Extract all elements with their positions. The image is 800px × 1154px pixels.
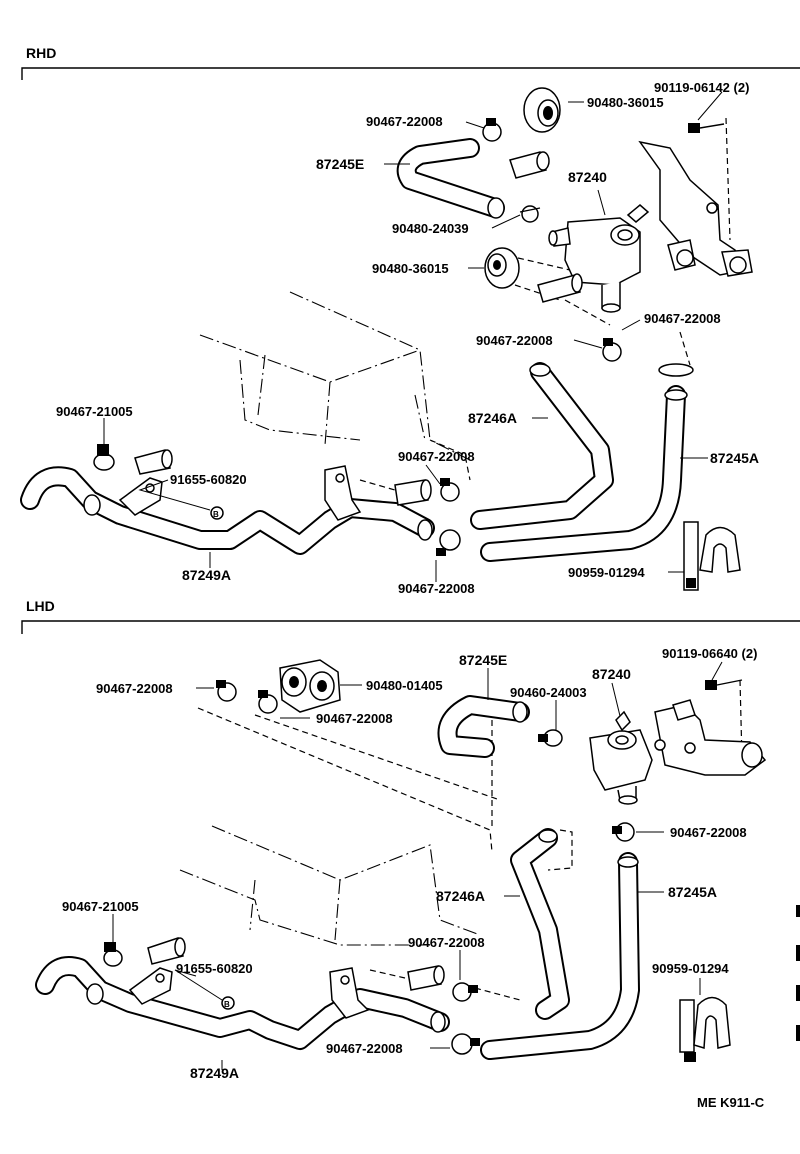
lhd-label-hose-e: 87245E: [459, 652, 507, 668]
rhd-hose-bracket-right: [324, 465, 362, 521]
rhd-hose-87249a: [20, 466, 435, 555]
rhd-label-bolt: 90119-06142 (2): [654, 80, 749, 95]
rhd-leader-lines: [103, 91, 723, 582]
lhd-section-title: LHD: [26, 598, 55, 614]
lhd-clamp-holder: [679, 996, 731, 1062]
rhd-pipe-connector: [509, 151, 550, 179]
lhd-label-clamp-21005: 90467-21005: [62, 899, 139, 914]
rhd-label-plug: 91655-60820: [170, 472, 247, 487]
lhd-lower-pipe: [369, 965, 521, 1001]
lhd-clamp-bottom: [451, 1033, 480, 1055]
lhd-hose-87245e: [437, 695, 530, 758]
lhd-label-hose-246a: 87246A: [436, 888, 485, 904]
lhd-engine-outline: [179, 825, 481, 946]
rhd-clamp-right-ring: [658, 331, 694, 377]
lhd-label-hose-249a: 87249A: [190, 1065, 239, 1081]
rhd-label-clamp-mid: 90467-22008: [476, 333, 553, 348]
lhd-grommet: [279, 659, 341, 713]
rhd-grommet-top: [523, 87, 561, 133]
footer-code: ME K911-C: [697, 1095, 765, 1110]
rhd-clamp-bottom: [436, 529, 461, 556]
rhd-hose-87245a: [480, 385, 688, 562]
rhd-engine-outline: [199, 291, 471, 461]
rhd-label-hose-246a: 87246A: [468, 410, 517, 426]
rhd-label-clamp-top: 90467-22008: [366, 114, 443, 129]
lhd-label-clamp-mid: 90467-22008: [408, 935, 485, 950]
rhd-plug-glyph: B: [213, 510, 219, 519]
lhd-plug: B: [221, 996, 235, 1010]
rhd-label-clamp-lower: 90467-22008: [398, 449, 475, 464]
rhd-label-clip: 90480-24039: [392, 221, 469, 236]
lhd-clip-24003: [538, 729, 563, 747]
lhd-water-valve: [589, 710, 653, 805]
lhd-hose-87249a: [35, 956, 450, 1050]
rhd-label-clamp-bottom: 90467-22008: [398, 581, 475, 596]
rhd-clamp-lower: [440, 478, 460, 502]
lhd-clamp-top-left: [216, 680, 237, 702]
lhd-label-plug: 91655-60820: [176, 961, 253, 976]
rhd-label-clamp-right: 90467-22008: [644, 311, 721, 326]
rhd-clamp-mid-ring: [602, 338, 622, 362]
lhd-label-clamp-top-left: 90467-22008: [96, 681, 173, 696]
rhd-lower-pipe: [359, 439, 471, 506]
lhd-label-clamp-top-right: 90467-22008: [316, 711, 393, 726]
rhd-bracket: [638, 140, 753, 277]
lhd-bracket: [654, 699, 767, 776]
lhd-bolt: [705, 679, 743, 690]
rhd-hose-87245e: [396, 138, 505, 219]
lhd-label-hose-245a: 87245A: [668, 884, 717, 900]
lhd-hose-87246a: [510, 828, 570, 1020]
rhd-clamp-21005: [93, 444, 173, 475]
rhd-water-valve: [548, 204, 650, 313]
rhd-bolt: [688, 117, 731, 241]
lhd-clamp-top-right: [258, 690, 278, 714]
rhd-label-grommet-top: 90480-36015: [587, 95, 664, 110]
lhd-hose-bracket-right: [329, 967, 370, 1019]
edge-marks: [796, 905, 800, 1041]
lhd-label-clamp-holder: 90959-01294: [652, 961, 729, 976]
rhd-section-title: RHD: [26, 45, 56, 61]
lhd-label-clamp-bottom: 90467-22008: [326, 1041, 403, 1056]
rhd-grommet-mid: [484, 247, 611, 326]
rhd-label-valve: 87240: [568, 169, 607, 185]
lhd-clamp-21005: [103, 937, 186, 967]
rhd-plug: B: [210, 506, 224, 520]
rhd-label-hose-249a: 87249A: [182, 567, 231, 583]
lhd-bracket-line: [21, 620, 800, 634]
rhd-clamp-holder: [683, 521, 741, 591]
rhd-small-pipe: [537, 273, 583, 303]
rhd-label-hose-245a: 87245A: [710, 450, 759, 466]
rhd-clamp-top: [482, 118, 502, 142]
lhd-clamp-mid: [452, 982, 478, 1002]
rhd-label-grommet-mid: 90480-36015: [372, 261, 449, 276]
lhd-label-grommet: 90480-01405: [366, 678, 443, 693]
lhd-clamp-second: [612, 822, 635, 842]
lhd-hose-bracket-left: [128, 967, 173, 1005]
lhd-label-bolt: 90119-06640 (2): [662, 646, 757, 661]
lhd-label-clip: 90460-24003: [510, 685, 587, 700]
lhd-label-valve: 87240: [592, 666, 631, 682]
rhd-hose-87246a: [470, 362, 614, 530]
lhd-hose-87245a: [480, 852, 640, 1060]
rhd-bracket-line: [21, 67, 800, 80]
rhd-clip-24039: [519, 205, 541, 223]
lhd-dashed-guides: [197, 679, 743, 871]
lhd-section: LHD: [21, 598, 800, 1081]
rhd-label-clamp-holder: 90959-01294: [568, 565, 645, 580]
lhd-label-clamp-second: 90467-22008: [670, 825, 747, 840]
rhd-section: RHD: [20, 45, 800, 596]
rhd-label-hose-e: 87245E: [316, 156, 364, 172]
lhd-leader-lines: [112, 661, 723, 1070]
rhd-label-clamp-21005: 90467-21005: [56, 404, 133, 419]
lhd-plug-glyph: B: [224, 1000, 230, 1009]
